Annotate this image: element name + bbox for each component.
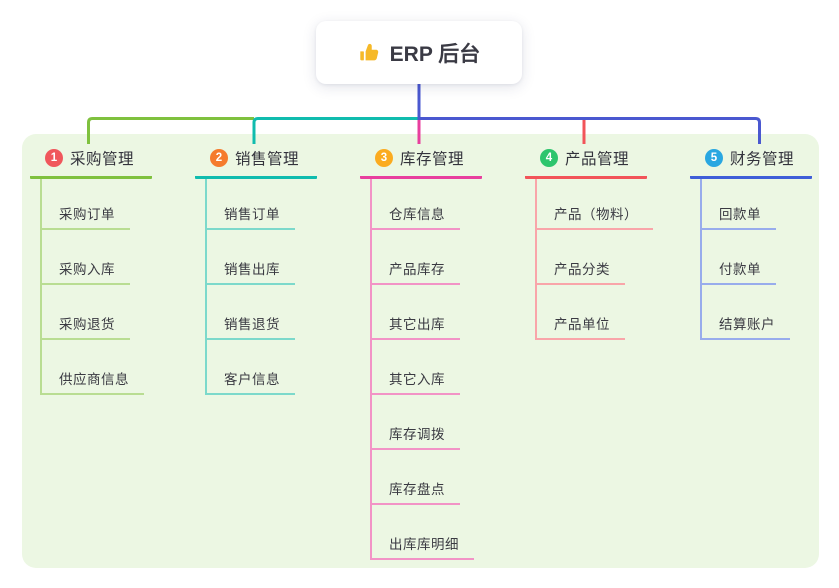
thumbs-up-icon [358, 42, 380, 64]
branch-node-5: 5 财务管理回款单付款单结算账户 [690, 146, 813, 340]
child-node[interactable]: 其它出库 [372, 285, 460, 340]
branch-number-badge: 1 [45, 149, 63, 167]
branch-children: 回款单付款单结算账户 [700, 179, 790, 340]
branch-number-badge: 5 [705, 149, 723, 167]
child-node[interactable]: 库存盘点 [372, 450, 460, 505]
root-title: ERP 后台 [389, 42, 481, 66]
branch-header-1[interactable]: 1 采购管理 [30, 146, 153, 179]
branch-children: 仓库信息产品库存其它出库其它入库库存调拨库存盘点出库库明细 [370, 179, 474, 560]
branch-number-badge: 3 [375, 149, 393, 167]
branch-header-3[interactable]: 3 库存管理 [360, 146, 483, 179]
child-node[interactable]: 产品（物料） [537, 179, 653, 230]
branch-title: 库存管理 [400, 151, 465, 168]
branches-panel [22, 134, 819, 568]
branch-node-1: 1 采购管理采购订单采购入库采购退货供应商信息 [30, 146, 153, 395]
child-node[interactable]: 销售订单 [207, 179, 295, 230]
child-node[interactable]: 采购退货 [42, 285, 130, 340]
branch-title: 财务管理 [730, 151, 795, 168]
child-node[interactable]: 付款单 [702, 230, 776, 285]
child-node[interactable]: 产品单位 [537, 285, 625, 340]
child-node[interactable]: 客户信息 [207, 340, 295, 395]
child-node[interactable]: 销售退货 [207, 285, 295, 340]
branch-children: 产品（物料）产品分类产品单位 [535, 179, 653, 340]
child-node[interactable]: 出库库明细 [372, 505, 474, 560]
child-node[interactable]: 回款单 [702, 179, 776, 230]
branch-node-2: 2 销售管理销售订单销售出库销售退货客户信息 [195, 146, 318, 395]
child-node[interactable]: 其它入库 [372, 340, 460, 395]
child-node[interactable]: 采购入库 [42, 230, 130, 285]
child-node[interactable]: 采购订单 [42, 179, 130, 230]
branch-title: 产品管理 [565, 151, 630, 168]
branch-node-4: 4 产品管理产品（物料）产品分类产品单位 [525, 146, 653, 340]
branch-header-2[interactable]: 2 销售管理 [195, 146, 318, 179]
branch-header-5[interactable]: 5 财务管理 [690, 146, 813, 179]
branch-node-3: 3 库存管理仓库信息产品库存其它出库其它入库库存调拨库存盘点出库库明细 [360, 146, 483, 560]
branch-children: 销售订单销售出库销售退货客户信息 [205, 179, 295, 395]
branch-number-badge: 2 [210, 149, 228, 167]
branch-title: 销售管理 [235, 151, 300, 168]
child-node[interactable]: 库存调拨 [372, 395, 460, 450]
root-node[interactable]: ERP 后台 [316, 21, 522, 84]
child-node[interactable]: 产品分类 [537, 230, 625, 285]
child-node[interactable]: 仓库信息 [372, 179, 460, 230]
child-node[interactable]: 销售出库 [207, 230, 295, 285]
child-node[interactable]: 产品库存 [372, 230, 460, 285]
branch-title: 采购管理 [70, 151, 135, 168]
branch-header-4[interactable]: 4 产品管理 [525, 146, 648, 179]
child-node[interactable]: 结算账户 [702, 285, 790, 340]
branch-number-badge: 4 [540, 149, 558, 167]
child-node[interactable]: 供应商信息 [42, 340, 144, 395]
branch-children: 采购订单采购入库采购退货供应商信息 [40, 179, 144, 395]
